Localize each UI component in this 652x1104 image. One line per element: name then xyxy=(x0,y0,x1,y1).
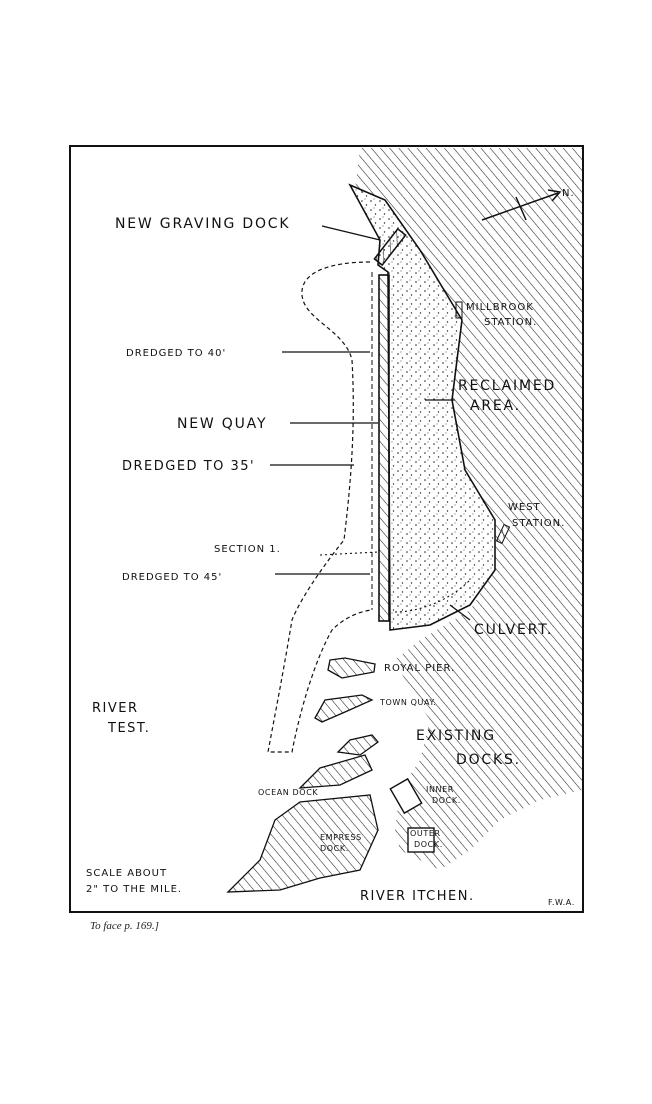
land-hatched xyxy=(355,148,582,870)
inner-dock xyxy=(389,777,423,815)
label-river-test-2: TEST. xyxy=(107,721,150,736)
north-arrow-icon: N. xyxy=(481,188,575,221)
label-culvert: CULVERT. xyxy=(474,622,553,638)
town-quay xyxy=(314,694,374,723)
label-new-graving-dock: NEW GRAVING DOCK xyxy=(115,216,290,232)
culvert-dots xyxy=(394,579,471,613)
label-ocean-dock: OCEAN DOCK xyxy=(258,788,318,797)
reclaimed-area xyxy=(348,183,496,631)
label-scale-2: 2" TO THE MILE. xyxy=(86,884,182,895)
north-label: N. xyxy=(562,188,575,199)
label-west-1: WEST xyxy=(508,502,541,513)
label-existing-2: DOCKS. xyxy=(456,752,521,768)
label-west-2: STATION. xyxy=(512,518,565,529)
label-millbrook-2: STATION. xyxy=(484,317,537,328)
west-station-symbol xyxy=(495,523,511,545)
royal-pier xyxy=(327,657,376,679)
label-royal-pier: ROYAL PIER. xyxy=(384,663,455,674)
dock-jetty-1 xyxy=(336,734,379,756)
empress-dock-peninsula xyxy=(226,794,379,893)
label-new-quay: NEW QUAY xyxy=(177,416,267,432)
label-empress-2: DOCK. xyxy=(320,844,349,853)
label-signature: F.W.A. xyxy=(548,898,575,907)
label-scale-1: SCALE ABOUT xyxy=(86,868,167,879)
label-town-quay: TOWN QUAY. xyxy=(379,698,436,707)
millbrook-station-symbol xyxy=(455,301,463,319)
label-millbrook-1: MILLBROOK xyxy=(466,302,534,313)
label-dredged-35: DREDGED TO 35' xyxy=(122,459,255,474)
label-reclaimed-1: RECLAIMED xyxy=(458,378,556,394)
outer-dock xyxy=(407,827,435,853)
dredged-channel-boundary xyxy=(267,261,373,753)
label-section-1: SECTION 1. xyxy=(214,544,281,555)
page-caption: To face p. 169.] xyxy=(90,920,159,932)
new-quay-wall xyxy=(378,274,390,622)
ocean-dock-jetty xyxy=(298,754,373,789)
label-existing-1: EXISTING xyxy=(416,728,496,744)
leader-arrows xyxy=(270,225,471,621)
label-dredged-40: DREDGED TO 40' xyxy=(126,348,226,359)
label-dredged-45: DREDGED TO 45' xyxy=(122,572,222,583)
label-river-itchen: RIVER ITCHEN. xyxy=(360,889,475,904)
section-1-dots xyxy=(319,551,379,556)
map-frame xyxy=(69,145,584,913)
label-reclaimed-2: AREA. xyxy=(470,398,521,414)
label-inner-2: DOCK. xyxy=(432,796,461,805)
new-graving-dock xyxy=(373,227,407,267)
label-outer-2: DOCK. xyxy=(414,840,443,849)
label-empress-1: EMPRESS xyxy=(320,833,362,842)
label-inner-1: INNER xyxy=(426,785,454,794)
label-outer-1: OUTER xyxy=(410,829,441,838)
label-river-test-1: RIVER xyxy=(92,701,139,716)
